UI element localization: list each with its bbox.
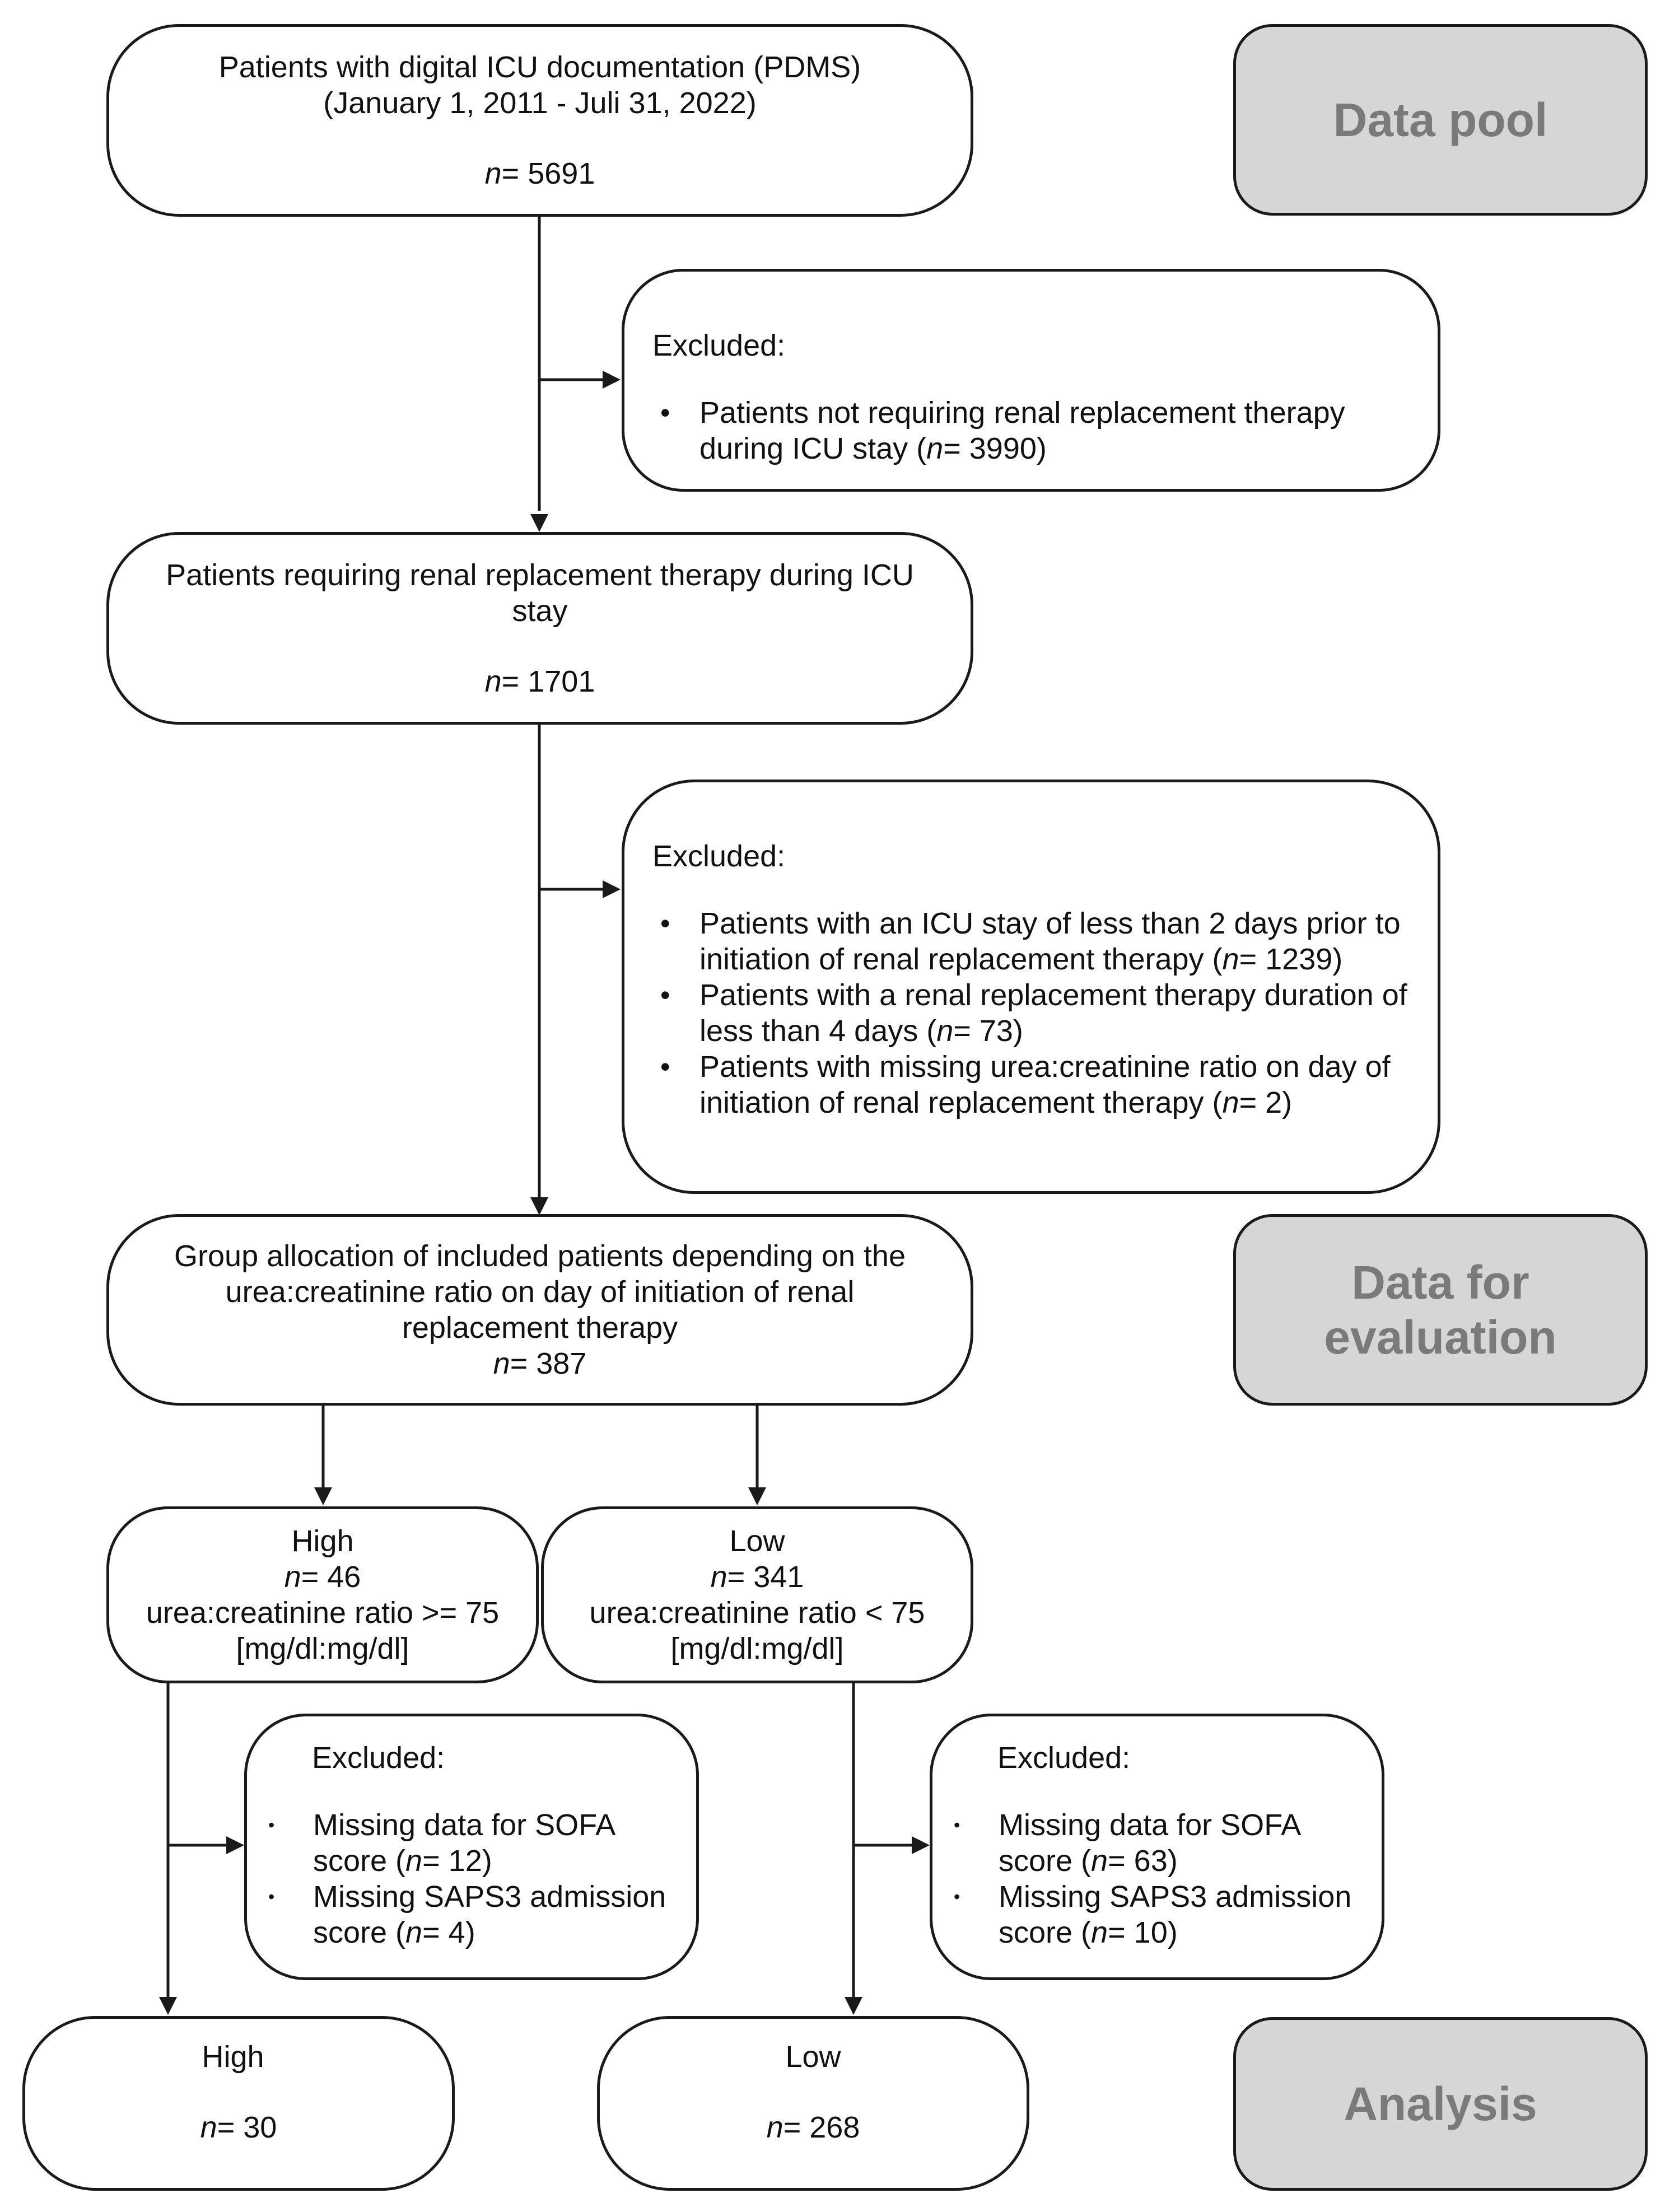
box-final-low: Low n= 268	[597, 2016, 1029, 2191]
arrowhead	[603, 371, 621, 389]
box-rrt-line1: Patients requiring renal replacement the…	[166, 558, 914, 628]
box-groups-count: n= 387	[493, 1347, 587, 1380]
final-low-count: n= 268	[766, 2111, 860, 2144]
group-low-ratio: urea:creatinine ratio < 75	[589, 1596, 925, 1630]
arrowhead	[748, 1487, 766, 1505]
stage-analysis: Analysis	[1233, 2017, 1648, 2191]
box-total-line1: Patients with digital ICU documentation …	[218, 50, 861, 84]
group-low-unit: [mg/dl:mg/dl]	[670, 1632, 844, 1665]
box-total-patients: Patients with digital ICU documentation …	[106, 24, 973, 217]
excluded-box-2: Excluded: Patients with an ICU stay of l…	[622, 780, 1440, 1194]
arrowhead	[159, 1997, 177, 2015]
box-group-high: High n= 46 urea:creatinine ratio >= 75 […	[106, 1506, 539, 1683]
group-high-label: High	[291, 1524, 354, 1558]
box-group-low: Low n= 341 urea:creatinine ratio < 75 [m…	[541, 1506, 973, 1683]
excluded-high-item: Missing data for SOFA score (n= 12)	[258, 1807, 679, 1879]
group-high-ratio: urea:creatinine ratio >= 75	[146, 1596, 500, 1630]
final-low-label: Low	[785, 2040, 841, 2074]
box-rrt-count: n= 1701	[484, 665, 595, 698]
group-low-label: Low	[729, 1524, 785, 1558]
group-low-count: n= 341	[710, 1560, 804, 1594]
excluded-high-item: Missing SAPS3 admission score (n= 4)	[258, 1879, 679, 1950]
stage-data-pool-label: Data pool	[1333, 94, 1548, 146]
excluded-box-high: Excluded: Missing data for SOFA score (n…	[244, 1714, 699, 1980]
excluded-high-list: Missing data for SOFA score (n= 12) Miss…	[258, 1807, 679, 1950]
stage-analysis-label: Analysis	[1344, 2078, 1537, 2130]
excluded-2-item: Patients with missing urea:creatinine ra…	[652, 1049, 1415, 1121]
excluded-high-heading: Excluded:	[312, 1741, 445, 1775]
arrowhead	[912, 1836, 930, 1854]
excluded-1-item: Patients not requiring renal replacement…	[652, 395, 1415, 466]
excluded-1-heading: Excluded:	[652, 329, 786, 362]
box-groups-line1: Group allocation of included patients de…	[174, 1239, 906, 1345]
box-total-count: n= 5691	[484, 157, 595, 190]
box-rrt-patients: Patients requiring renal replacement the…	[106, 532, 973, 725]
group-high-count: n= 46	[284, 1560, 361, 1594]
arrowhead	[314, 1487, 332, 1505]
box-total-line2: (January 1, 2011 - Juli 31, 2022)	[323, 86, 757, 120]
arrowhead	[603, 880, 621, 898]
excluded-low-item: Missing data for SOFA score (n= 63)	[944, 1807, 1365, 1879]
excluded-2-item: Patients with a renal replacement therap…	[652, 977, 1415, 1049]
stage-data-for-evaluation: Data for evaluation	[1233, 1214, 1648, 1406]
box-final-high: High n= 30	[22, 2016, 455, 2191]
box-group-allocation: Group allocation of included patients de…	[106, 1214, 973, 1406]
stage-data-pool: Data pool	[1233, 24, 1648, 216]
excluded-2-heading: Excluded:	[652, 839, 786, 873]
excluded-box-1: Excluded: Patients not requiring renal r…	[622, 269, 1440, 492]
arrowhead	[530, 514, 548, 532]
arrowhead	[226, 1836, 244, 1854]
stage-data-for-evaluation-label: Data for evaluation	[1324, 1256, 1557, 1364]
excluded-low-item: Missing SAPS3 admission score (n= 10)	[944, 1879, 1365, 1950]
excluded-2-item: Patients with an ICU stay of less than 2…	[652, 906, 1415, 977]
excluded-low-heading: Excluded:	[997, 1741, 1131, 1775]
group-high-unit: [mg/dl:mg/dl]	[236, 1632, 409, 1665]
excluded-1-list: Patients not requiring renal replacement…	[652, 395, 1415, 466]
final-high-label: High	[202, 2040, 264, 2074]
arrowhead	[845, 1997, 862, 2015]
excluded-low-list: Missing data for SOFA score (n= 63) Miss…	[944, 1807, 1365, 1950]
final-high-count: n= 30	[200, 2111, 277, 2144]
arrowhead	[530, 1197, 548, 1215]
excluded-box-low: Excluded: Missing data for SOFA score (n…	[930, 1714, 1384, 1980]
excluded-2-list: Patients with an ICU stay of less than 2…	[652, 906, 1415, 1121]
